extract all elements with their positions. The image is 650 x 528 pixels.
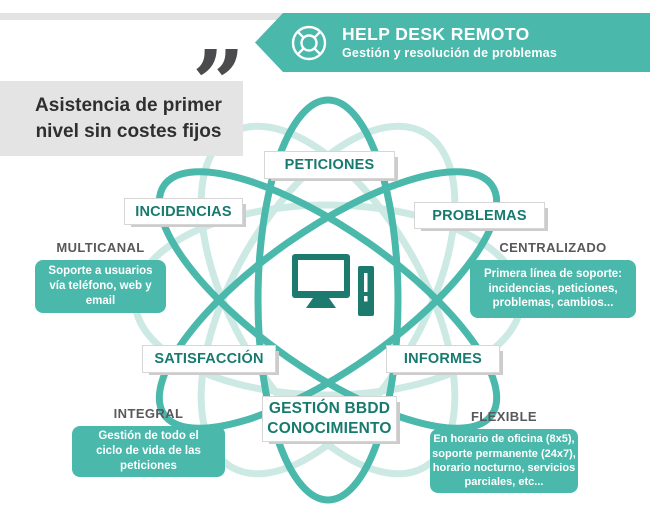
feature-centralizado-description: Primera línea de soporte: incidencias, p…: [470, 260, 636, 318]
node-gestion-bbdd-conocimiento: GESTIÓN BBDD CONOCIMIENTO: [262, 396, 397, 442]
node-problemas: PROBLEMAS: [414, 202, 545, 229]
feature-centralizado: CENTRALIZADO Primera línea de soporte: i…: [470, 240, 636, 318]
feature-multicanal-title: MULTICANAL: [56, 240, 145, 255]
lifebuoy-icon: [291, 25, 327, 60]
tagline-box: Asistencia de primer nivel sin costes fi…: [0, 81, 243, 156]
computer-icon: [292, 254, 374, 316]
feature-centralizado-title: CENTRALIZADO: [499, 240, 607, 255]
feature-flexible-title: FLEXIBLE: [470, 409, 538, 424]
feature-multicanal: MULTICANAL Soporte a usuarios vía teléfo…: [35, 240, 166, 313]
tagline-text: Asistencia de primer nivel sin costes fi…: [35, 95, 222, 142]
feature-flexible: FLEXIBLE En horario de oficina (8x5), so…: [430, 409, 578, 493]
feature-integral: INTEGRAL Gestión de todo el ciclo de vid…: [72, 406, 225, 477]
header-banner: HELP DESK REMOTO Gestión y resolución de…: [255, 13, 650, 72]
banner-title: HELP DESK REMOTO: [342, 23, 530, 44]
feature-flexible-description: En horario de oficina (8x5), soporte per…: [430, 429, 578, 493]
node-incidencias: INCIDENCIAS: [124, 198, 243, 225]
quote-mark: ”: [192, 30, 245, 138]
node-informes: INFORMES: [386, 345, 500, 373]
feature-integral-title: INTEGRAL: [113, 406, 184, 421]
banner-subtitle: Gestión y resolución de problemas: [342, 46, 557, 61]
feature-multicanal-description: Soporte a usuarios vía teléfono, web y e…: [35, 260, 166, 313]
node-satisfaccion: SATISFACCIÓN: [142, 345, 276, 373]
feature-integral-description: Gestión de todo el ciclo de vida de las …: [72, 426, 225, 477]
node-peticiones: PETICIONES: [264, 151, 395, 179]
